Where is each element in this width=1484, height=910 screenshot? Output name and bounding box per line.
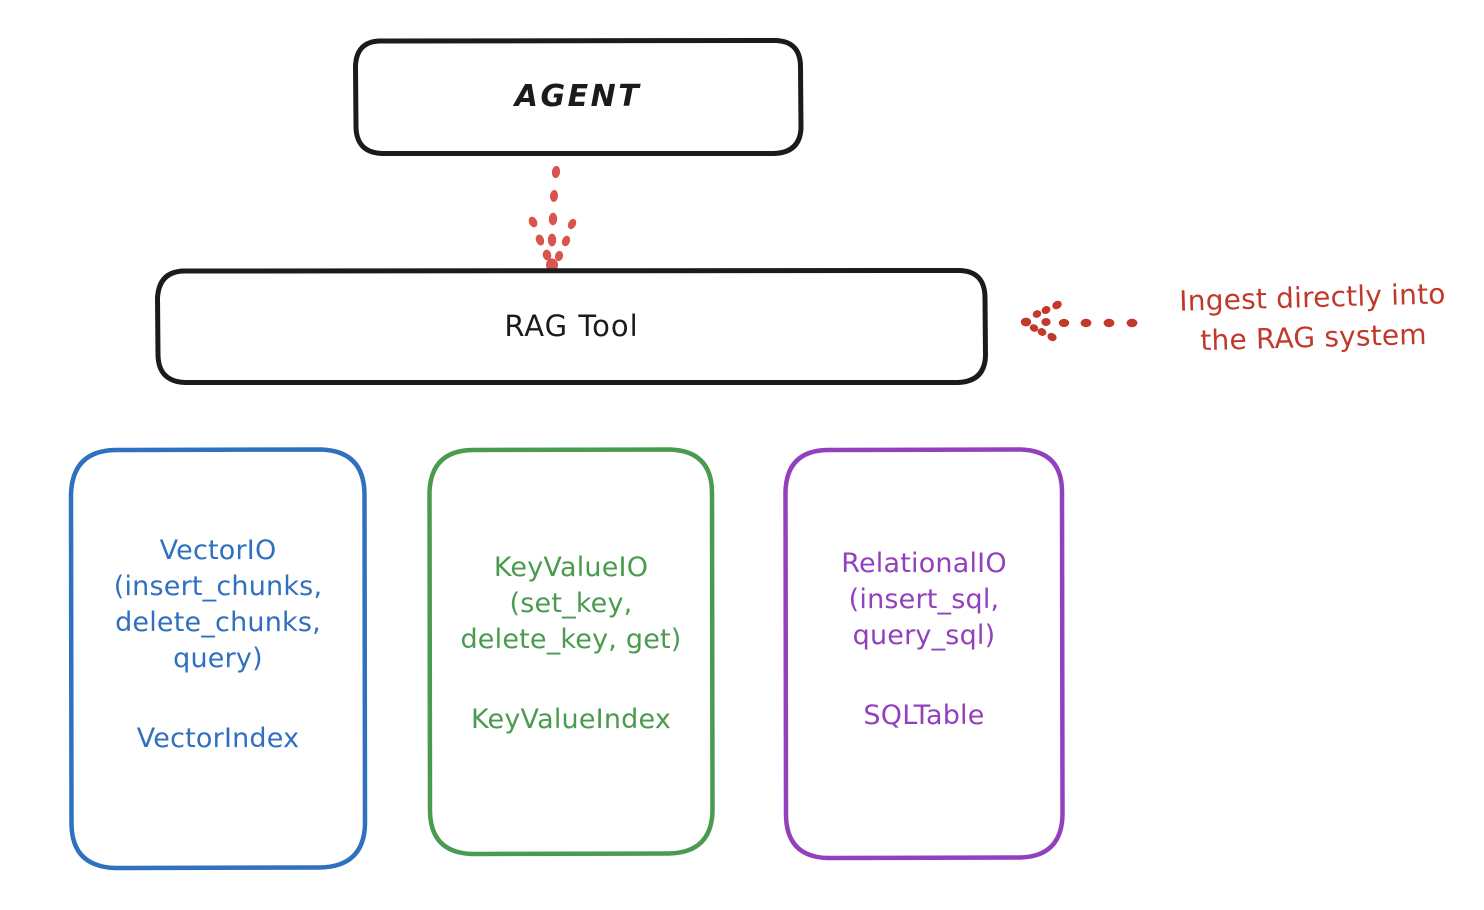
edge-ingest-to-rag-tool <box>1020 300 1138 342</box>
node-key-value-io-index-label: KeyValueIndex <box>470 704 672 736</box>
node-rag-tool-label: RAG Tool <box>504 308 639 343</box>
node-vector-io-index-label: VectorIndex <box>136 723 300 755</box>
node-vector-io[interactable]: VectorIO (insert_chunks, delete_chunks, … <box>68 447 368 871</box>
node-relational-io[interactable]: RelationalIO (insert_sql, query_sql) SQL… <box>783 447 1065 861</box>
node-agent[interactable]: AGENT <box>353 38 803 156</box>
node-key-value-io[interactable]: KeyValueIO (set_key, delete_key, get) Ke… <box>427 447 715 857</box>
node-agent-label: AGENT <box>514 78 642 114</box>
node-vector-io-api-label: VectorIO (insert_chunks, delete_chunks, … <box>113 534 323 675</box>
node-relational-io-api-label: RelationalIO (insert_sql, query_sql) <box>841 547 1007 651</box>
edge-agent-to-rag-tool <box>528 165 577 272</box>
annotation-ingest-directly: Ingest directly into the RAG system <box>1178 277 1447 357</box>
node-key-value-io-api-label: KeyValueIO (set_key, delete_key, get) <box>460 551 682 655</box>
node-relational-io-index-label: SQLTable <box>863 700 985 732</box>
node-rag-tool[interactable]: RAG Tool <box>155 268 988 385</box>
